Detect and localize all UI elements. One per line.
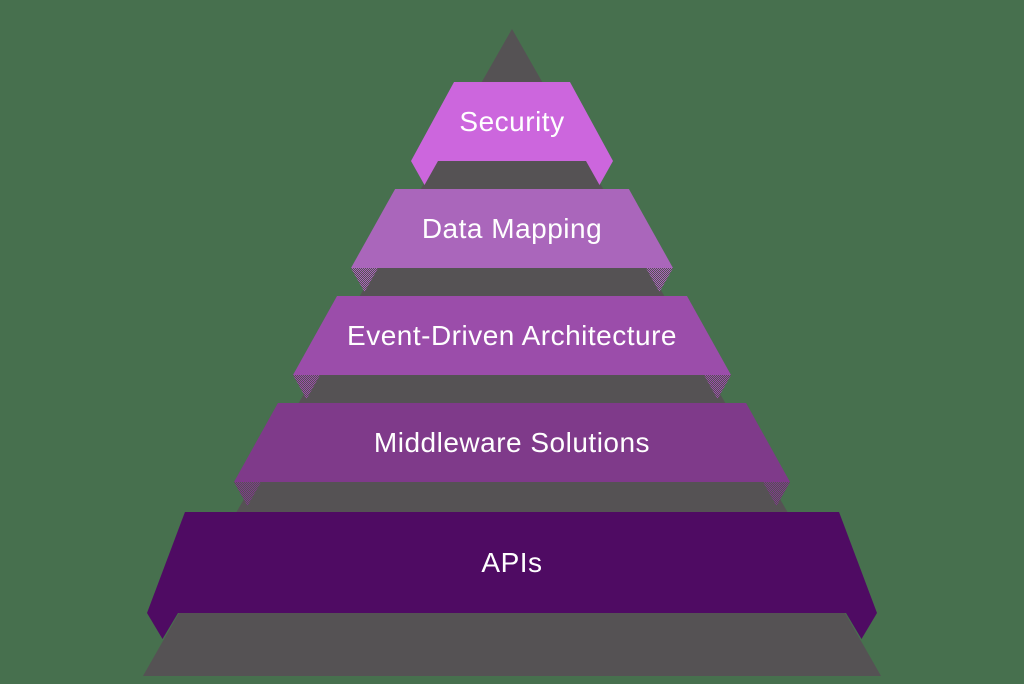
pyramid-level-apis: APIs	[147, 512, 877, 639]
ribbon-fold-right	[646, 268, 673, 292]
ribbon-fold-left	[293, 375, 320, 399]
ribbon-fold-left	[351, 268, 378, 292]
ribbon-fold-left	[411, 161, 438, 185]
pyramid-level-data-mapping: Data Mapping	[351, 189, 673, 292]
ribbon-fold-right	[763, 482, 790, 506]
ribbon-fold-right	[846, 613, 877, 639]
pyramid-level-label: Event-Driven Architecture	[347, 319, 677, 351]
ribbon-fold-right	[586, 161, 613, 185]
pyramid-band: Middleware Solutions	[234, 403, 790, 482]
pyramid-level-label: Data Mapping	[421, 212, 603, 244]
pyramid-level-event-driven-architecture: Event-Driven Architecture	[293, 296, 731, 399]
pyramid-level-label: APIs	[481, 546, 543, 578]
ribbon-fold-right	[704, 375, 731, 399]
pyramid-band: Event-Driven Architecture	[293, 296, 731, 375]
pyramid-band: APIs	[147, 512, 877, 613]
pyramid-level-label: Security	[459, 105, 565, 137]
ribbon-fold-left	[234, 482, 261, 506]
pyramid-band: Data Mapping	[351, 189, 673, 268]
pyramid-level-label: Middleware Solutions	[373, 426, 651, 458]
pyramid-level-middleware-solutions: Middleware Solutions	[234, 403, 790, 506]
ribbon-fold-left	[147, 613, 178, 639]
pyramid-level-security: Security	[411, 82, 613, 185]
pyramid-band: Security	[411, 82, 613, 161]
